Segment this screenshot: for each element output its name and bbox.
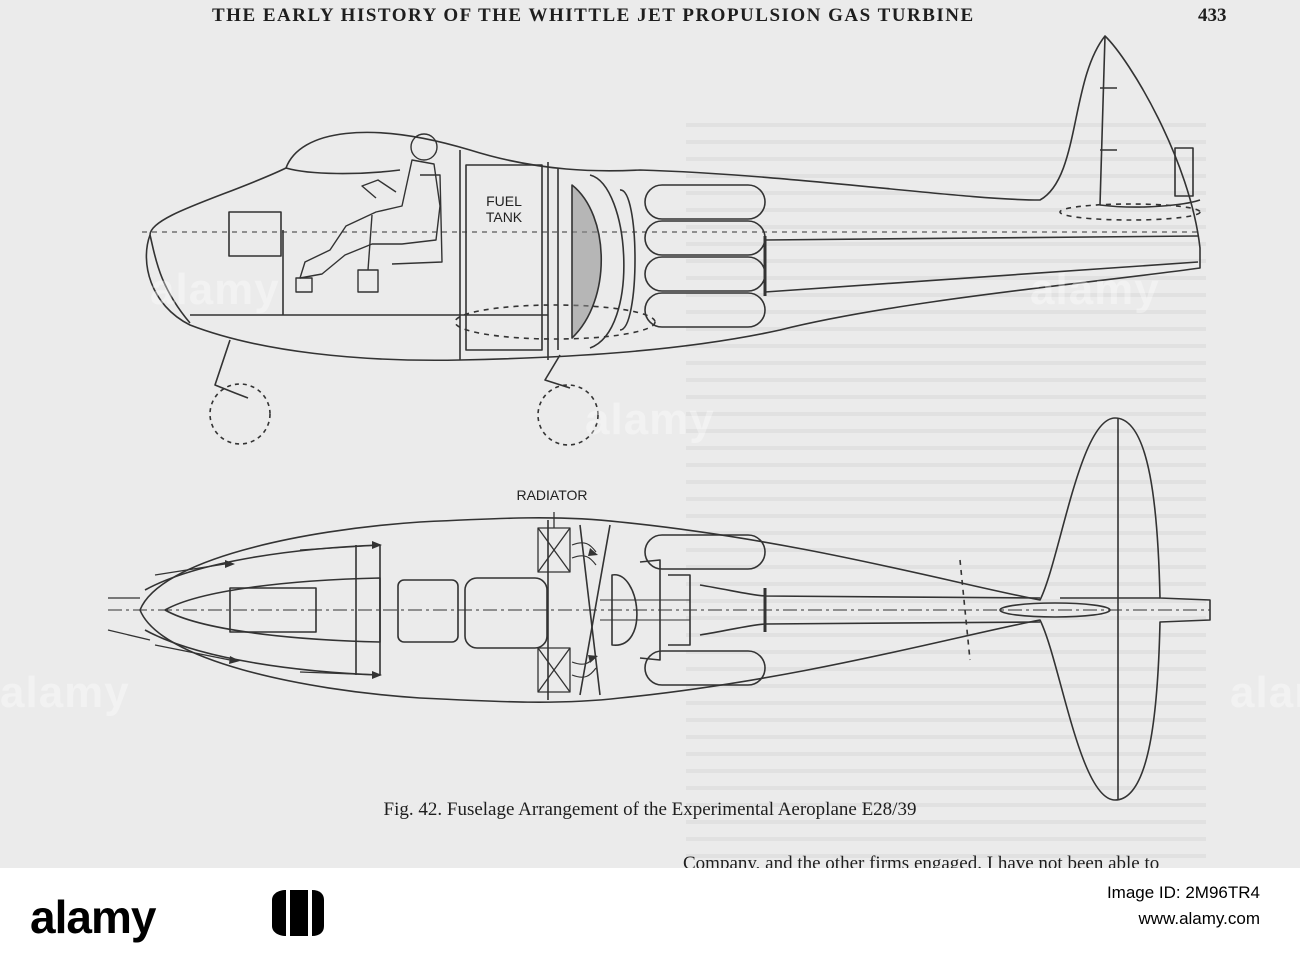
image-id: Image ID: 2M96TR4 xyxy=(1106,883,1260,902)
side-trim-tab xyxy=(1174,147,1194,197)
page-number: 433 xyxy=(1198,5,1227,26)
side-elevation xyxy=(142,35,1201,446)
label-radiator: RADIATOR xyxy=(516,487,587,503)
plan-combustion-can-upper xyxy=(644,534,766,570)
side-wing-dashed xyxy=(454,304,656,340)
plan-instrument-box xyxy=(229,587,317,633)
plan-dashed-frame xyxy=(959,559,971,661)
plan-intake-inner xyxy=(164,577,381,643)
plan-compressor xyxy=(611,559,691,661)
site-url: www.alamy.com xyxy=(1138,909,1260,928)
fuselage-drawing: FUEL TANK RADIATOR xyxy=(107,35,1211,801)
image-id-block: Image ID: 2M96TR4 www.alamy.com xyxy=(1107,880,1260,932)
side-impeller xyxy=(571,184,603,339)
side-tailplane-dashed xyxy=(1059,203,1201,221)
watermark-text: alamy xyxy=(1230,668,1300,717)
label-fuel-tank-1: FUEL xyxy=(486,193,522,209)
watermark-text: alamy xyxy=(150,265,280,314)
plan-combustion-can-lower xyxy=(644,650,766,686)
side-fuel-tank xyxy=(465,164,543,351)
watermark-text: alamy xyxy=(1030,265,1160,314)
plan-fuselage-outline xyxy=(139,417,1211,801)
stock-footer-bar: alamy Image ID: 2M96TR4 www.alamy.com xyxy=(0,868,1300,958)
side-jet-pipe-top xyxy=(764,235,1199,241)
side-instrument-box xyxy=(228,211,282,257)
plan-view xyxy=(107,417,1211,801)
plan-arrowheads xyxy=(225,541,598,679)
side-canopy xyxy=(285,167,401,175)
label-fuel-tank-2: TANK xyxy=(486,209,523,225)
pilot-figure xyxy=(295,133,443,293)
side-nose-gear-leg xyxy=(214,339,249,399)
figure-caption: Fig. 42. Fuselage Arrangement of the Exp… xyxy=(383,799,917,820)
plan-intake-arrows xyxy=(107,544,381,676)
side-combustion-chambers xyxy=(619,184,766,331)
running-header: THE EARLY HISTORY OF THE WHITTLE JET PRO… xyxy=(212,5,975,26)
body-text-fragment: Company, and the other firms engaged. I … xyxy=(683,853,1160,868)
side-nose-cap xyxy=(149,234,191,324)
plan-fin-section xyxy=(999,602,1111,618)
plan-fuel-tank xyxy=(464,577,548,649)
watermark-text: alamy xyxy=(585,395,715,444)
plan-bulkhead-2 xyxy=(579,524,611,696)
side-main-wheel xyxy=(537,384,599,446)
scanned-page: THE EARLY HISTORY OF THE WHITTLE JET PRO… xyxy=(0,0,1300,868)
side-jet-pipe-bottom xyxy=(764,261,1199,293)
side-main-gear-leg xyxy=(544,354,571,389)
side-rudder xyxy=(1099,35,1201,208)
alamy-mark-icon xyxy=(272,890,324,936)
side-fuselage-outline xyxy=(145,35,1201,362)
plan-radiator xyxy=(537,512,571,693)
plan-seat xyxy=(397,579,459,643)
brand-logo: alamy xyxy=(30,891,156,943)
watermark-text: alamy xyxy=(0,668,130,717)
side-nose-wheel xyxy=(209,383,271,445)
plan-bulkhead-1 xyxy=(579,524,601,696)
side-engine-casing xyxy=(589,174,625,349)
